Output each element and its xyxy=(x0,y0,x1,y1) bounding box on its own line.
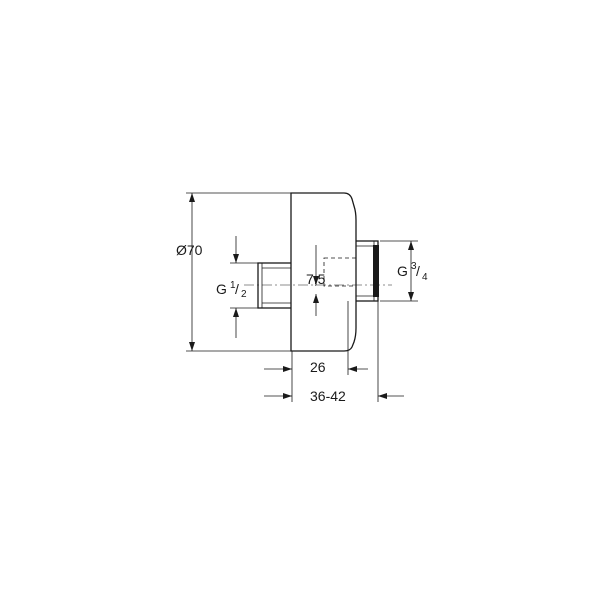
svg-text:/: / xyxy=(416,263,420,279)
svg-text:Ø70: Ø70 xyxy=(176,242,203,258)
diameter-dimension: Ø70 xyxy=(176,192,292,352)
part-outline xyxy=(244,192,392,352)
body-length-value: 26 xyxy=(310,359,326,375)
svg-text:/: / xyxy=(235,281,239,297)
svg-text:G: G xyxy=(397,263,408,279)
outlet-thread-prefix: G xyxy=(397,263,408,279)
total-length-dimension: 36-42 xyxy=(264,301,404,404)
svg-text:G: G xyxy=(216,281,227,297)
outlet-seal-ring xyxy=(373,245,379,297)
inlet-thread-numerator: 1 xyxy=(230,280,236,291)
inlet-spigot xyxy=(257,262,293,309)
rosette-body xyxy=(290,192,357,352)
outlet-thread-dimension: G 3 / 4 xyxy=(380,240,428,302)
outlet-thread-denominator: 4 xyxy=(422,272,428,283)
diameter-value: 70 xyxy=(187,242,203,258)
hidden-bore xyxy=(323,257,357,287)
offset-dimension: 7,5 xyxy=(306,245,326,316)
inlet-thread-dimension: G 1 / 2 xyxy=(216,236,258,338)
inlet-thread-denominator: 2 xyxy=(241,289,247,300)
inlet-thread-prefix: G xyxy=(216,281,227,297)
diameter-symbol: Ø xyxy=(176,242,187,258)
outlet-thread-numerator: 3 xyxy=(411,261,417,272)
body-length-dimension: 26 xyxy=(264,301,368,402)
total-length-value: 36-42 xyxy=(310,388,346,404)
offset-value: 7,5 xyxy=(306,271,326,287)
